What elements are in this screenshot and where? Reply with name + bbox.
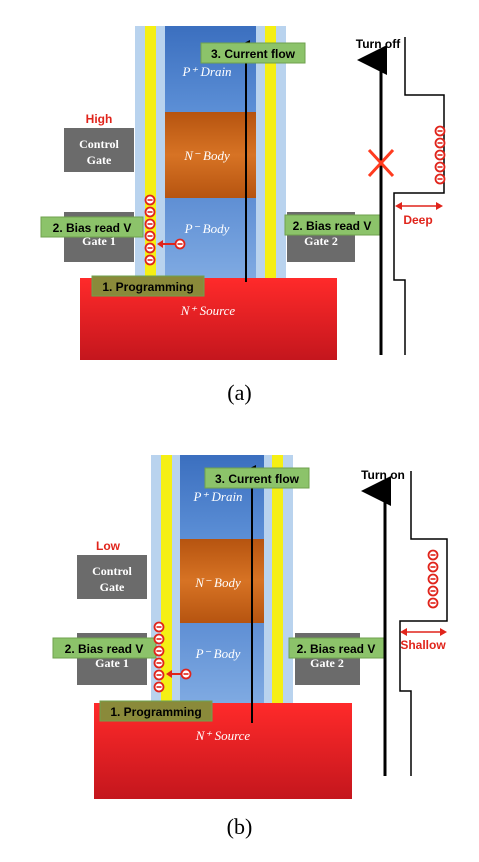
right-trap-layer xyxy=(265,26,276,278)
cross-mark xyxy=(367,148,395,178)
control-gate xyxy=(64,128,134,172)
bias-right-label: 2. Bias read V xyxy=(293,219,372,233)
left-oxide xyxy=(151,455,161,703)
programming-label: 1. Programming xyxy=(102,280,193,294)
drain-label: P⁺ Drain xyxy=(181,64,231,79)
control-gate-label-2: Gate xyxy=(87,153,112,167)
electron xyxy=(427,561,439,573)
n-body-region xyxy=(165,112,256,198)
band-electrons xyxy=(434,125,446,185)
bias-right-label: 2. Bias read V xyxy=(297,642,376,656)
electron xyxy=(434,173,446,185)
electron xyxy=(153,657,165,669)
depth-label: Shallow xyxy=(400,638,446,652)
caption-a: (a) xyxy=(227,380,252,405)
drain-label: P⁺ Drain xyxy=(192,489,242,504)
electron xyxy=(153,621,165,633)
right-oxide xyxy=(276,26,286,278)
right-inner-oxide xyxy=(256,26,265,278)
band-electrons xyxy=(427,549,439,609)
control-gate xyxy=(77,555,147,599)
electron xyxy=(434,137,446,149)
p-body-label: P⁻ Body xyxy=(195,646,241,661)
bias-left-label: 2. Bias read V xyxy=(65,642,144,656)
turn-label: Turn on xyxy=(361,468,405,482)
programming-box xyxy=(99,700,213,722)
electron xyxy=(153,633,165,645)
control-gate-label-1: Control xyxy=(92,564,132,578)
left-inner-oxide xyxy=(156,26,165,278)
source-label: N⁺ Source xyxy=(195,728,251,743)
electron xyxy=(153,645,165,657)
control-gate-label-1: Control xyxy=(79,137,119,151)
programming-box xyxy=(91,275,205,297)
source-label: N⁺ Source xyxy=(180,303,236,318)
electron xyxy=(144,206,156,218)
current-flow-label: 3. Current flow xyxy=(215,472,300,486)
gate-2-label: Gate 2 xyxy=(304,234,338,248)
left-trap-layer xyxy=(145,26,156,278)
gate-2-label: Gate 2 xyxy=(310,656,344,670)
electron xyxy=(153,669,165,681)
device-diagram-a: Control Gate Gate 1 Gate 2 P⁺ Drain N⁻ B… xyxy=(40,26,446,360)
electron xyxy=(434,161,446,173)
panel-a: Control Gate Gate 1 Gate 2 P⁺ Drain N⁻ B… xyxy=(40,26,446,405)
right-inner-oxide xyxy=(264,455,272,703)
device-diagram-b: Control Gate Gate 1 Gate 2 P⁺ Drain N⁻ B… xyxy=(52,455,448,799)
electron xyxy=(427,585,439,597)
electron xyxy=(144,218,156,230)
p-body-label: P⁻ Body xyxy=(184,221,230,236)
electron xyxy=(144,194,156,206)
p-body-region xyxy=(165,198,256,278)
right-oxide xyxy=(283,455,293,703)
current-flow-box xyxy=(200,42,306,64)
depth-arrow xyxy=(400,628,447,636)
caption-b: (b) xyxy=(226,814,253,839)
band-edge xyxy=(399,471,448,776)
electron xyxy=(144,230,156,242)
depth-arrow xyxy=(395,202,443,210)
control-gate-label-2: Gate xyxy=(100,580,125,594)
electron xyxy=(434,125,446,137)
electron xyxy=(434,149,446,161)
gate-level-label: High xyxy=(86,112,113,126)
electron xyxy=(427,597,439,609)
current-flow-label: 3. Current flow xyxy=(211,47,296,61)
left-inner-oxide xyxy=(172,455,180,703)
injected-electron xyxy=(157,238,186,250)
injected-electron xyxy=(166,668,192,680)
right-trap-layer xyxy=(272,455,283,703)
stored-electrons xyxy=(153,621,165,693)
left-oxide xyxy=(135,26,145,278)
gate-level-label: Low xyxy=(96,539,121,553)
electron xyxy=(144,254,156,266)
left-trap-layer xyxy=(161,455,172,703)
n-body-region xyxy=(180,539,264,623)
n-body-label: N⁻ Body xyxy=(183,148,230,163)
turn-label: Turn off xyxy=(356,37,401,51)
electron xyxy=(144,242,156,254)
electron xyxy=(153,681,165,693)
n-body-label: N⁻ Body xyxy=(194,575,241,590)
depth-label: Deep xyxy=(403,213,432,227)
p-body-region xyxy=(180,623,264,703)
band-edge xyxy=(393,37,445,355)
panel-b: Control Gate Gate 1 Gate 2 P⁺ Drain N⁻ B… xyxy=(0,431,479,862)
electron xyxy=(427,549,439,561)
bias-left-label: 2. Bias read V xyxy=(53,221,132,235)
current-flow-box xyxy=(204,467,310,489)
gate-1-label: Gate 1 xyxy=(95,656,129,670)
stored-electrons xyxy=(144,194,156,266)
electron xyxy=(427,573,439,585)
bias-left-box xyxy=(40,216,144,238)
programming-label: 1. Programming xyxy=(110,705,201,719)
